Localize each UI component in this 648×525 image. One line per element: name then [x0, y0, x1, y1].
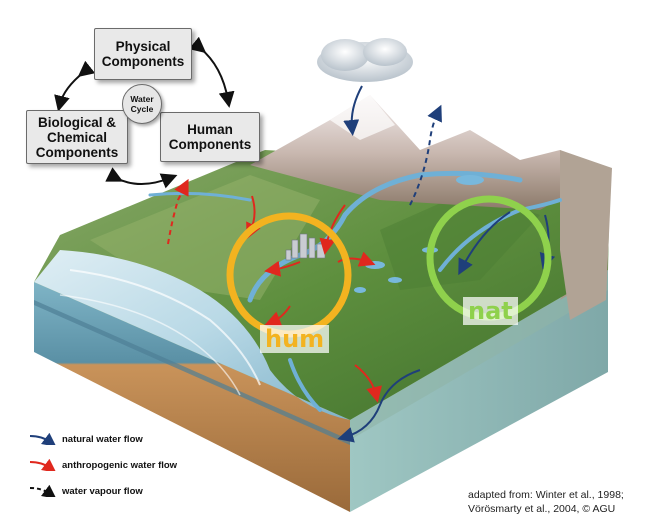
legend-label-anthropogenic: anthropogenic water flow — [62, 459, 178, 471]
water-cycle-center: Water Cycle — [122, 84, 162, 124]
legend-item-anthropogenic: anthropogenic water flow — [28, 459, 177, 471]
sea — [34, 250, 350, 420]
natural-flow-legend-arrow-icon — [29, 433, 56, 445]
anthropogenic-flow-legend-arrow-icon — [29, 459, 56, 471]
human-components-label: Human Components — [168, 122, 252, 152]
vapour-flow-arrows — [409, 104, 442, 206]
legend-item-natural: natural water flow — [28, 433, 143, 445]
physical-components-label: Physical Components — [101, 39, 185, 69]
cycle-arrows — [54, 36, 235, 189]
block-front-face — [34, 282, 350, 512]
legend-label-natural: natural water flow — [62, 433, 143, 445]
hum-label: hum — [260, 325, 330, 353]
biological-chemical-components-box: Biological & Chemical Components — [26, 110, 128, 164]
cloud — [317, 38, 413, 82]
credit-line-2: Vörösmarty et al., 2004, © AGU — [468, 503, 616, 515]
vapour-flow-legend-arrow-icon — [29, 485, 56, 497]
nat-label: nat — [463, 297, 518, 325]
rivers — [148, 170, 562, 412]
legend-item-vapour: water vapour flow — [28, 485, 143, 497]
water-cycle-label: Water Cycle — [130, 94, 154, 114]
human-components-box: Human Components — [160, 112, 260, 162]
credit-line-1: adapted from: Winter et al., 1998; — [468, 489, 624, 501]
vapour-flow-arrows-human — [167, 178, 189, 245]
source-credit: adapted from: Winter et al., 1998; Vörös… — [468, 488, 624, 516]
biological-chemical-components-label: Biological & Chemical Components — [35, 114, 119, 160]
legend-label-vapour: water vapour flow — [62, 485, 143, 497]
physical-components-box: Physical Components — [94, 28, 192, 80]
